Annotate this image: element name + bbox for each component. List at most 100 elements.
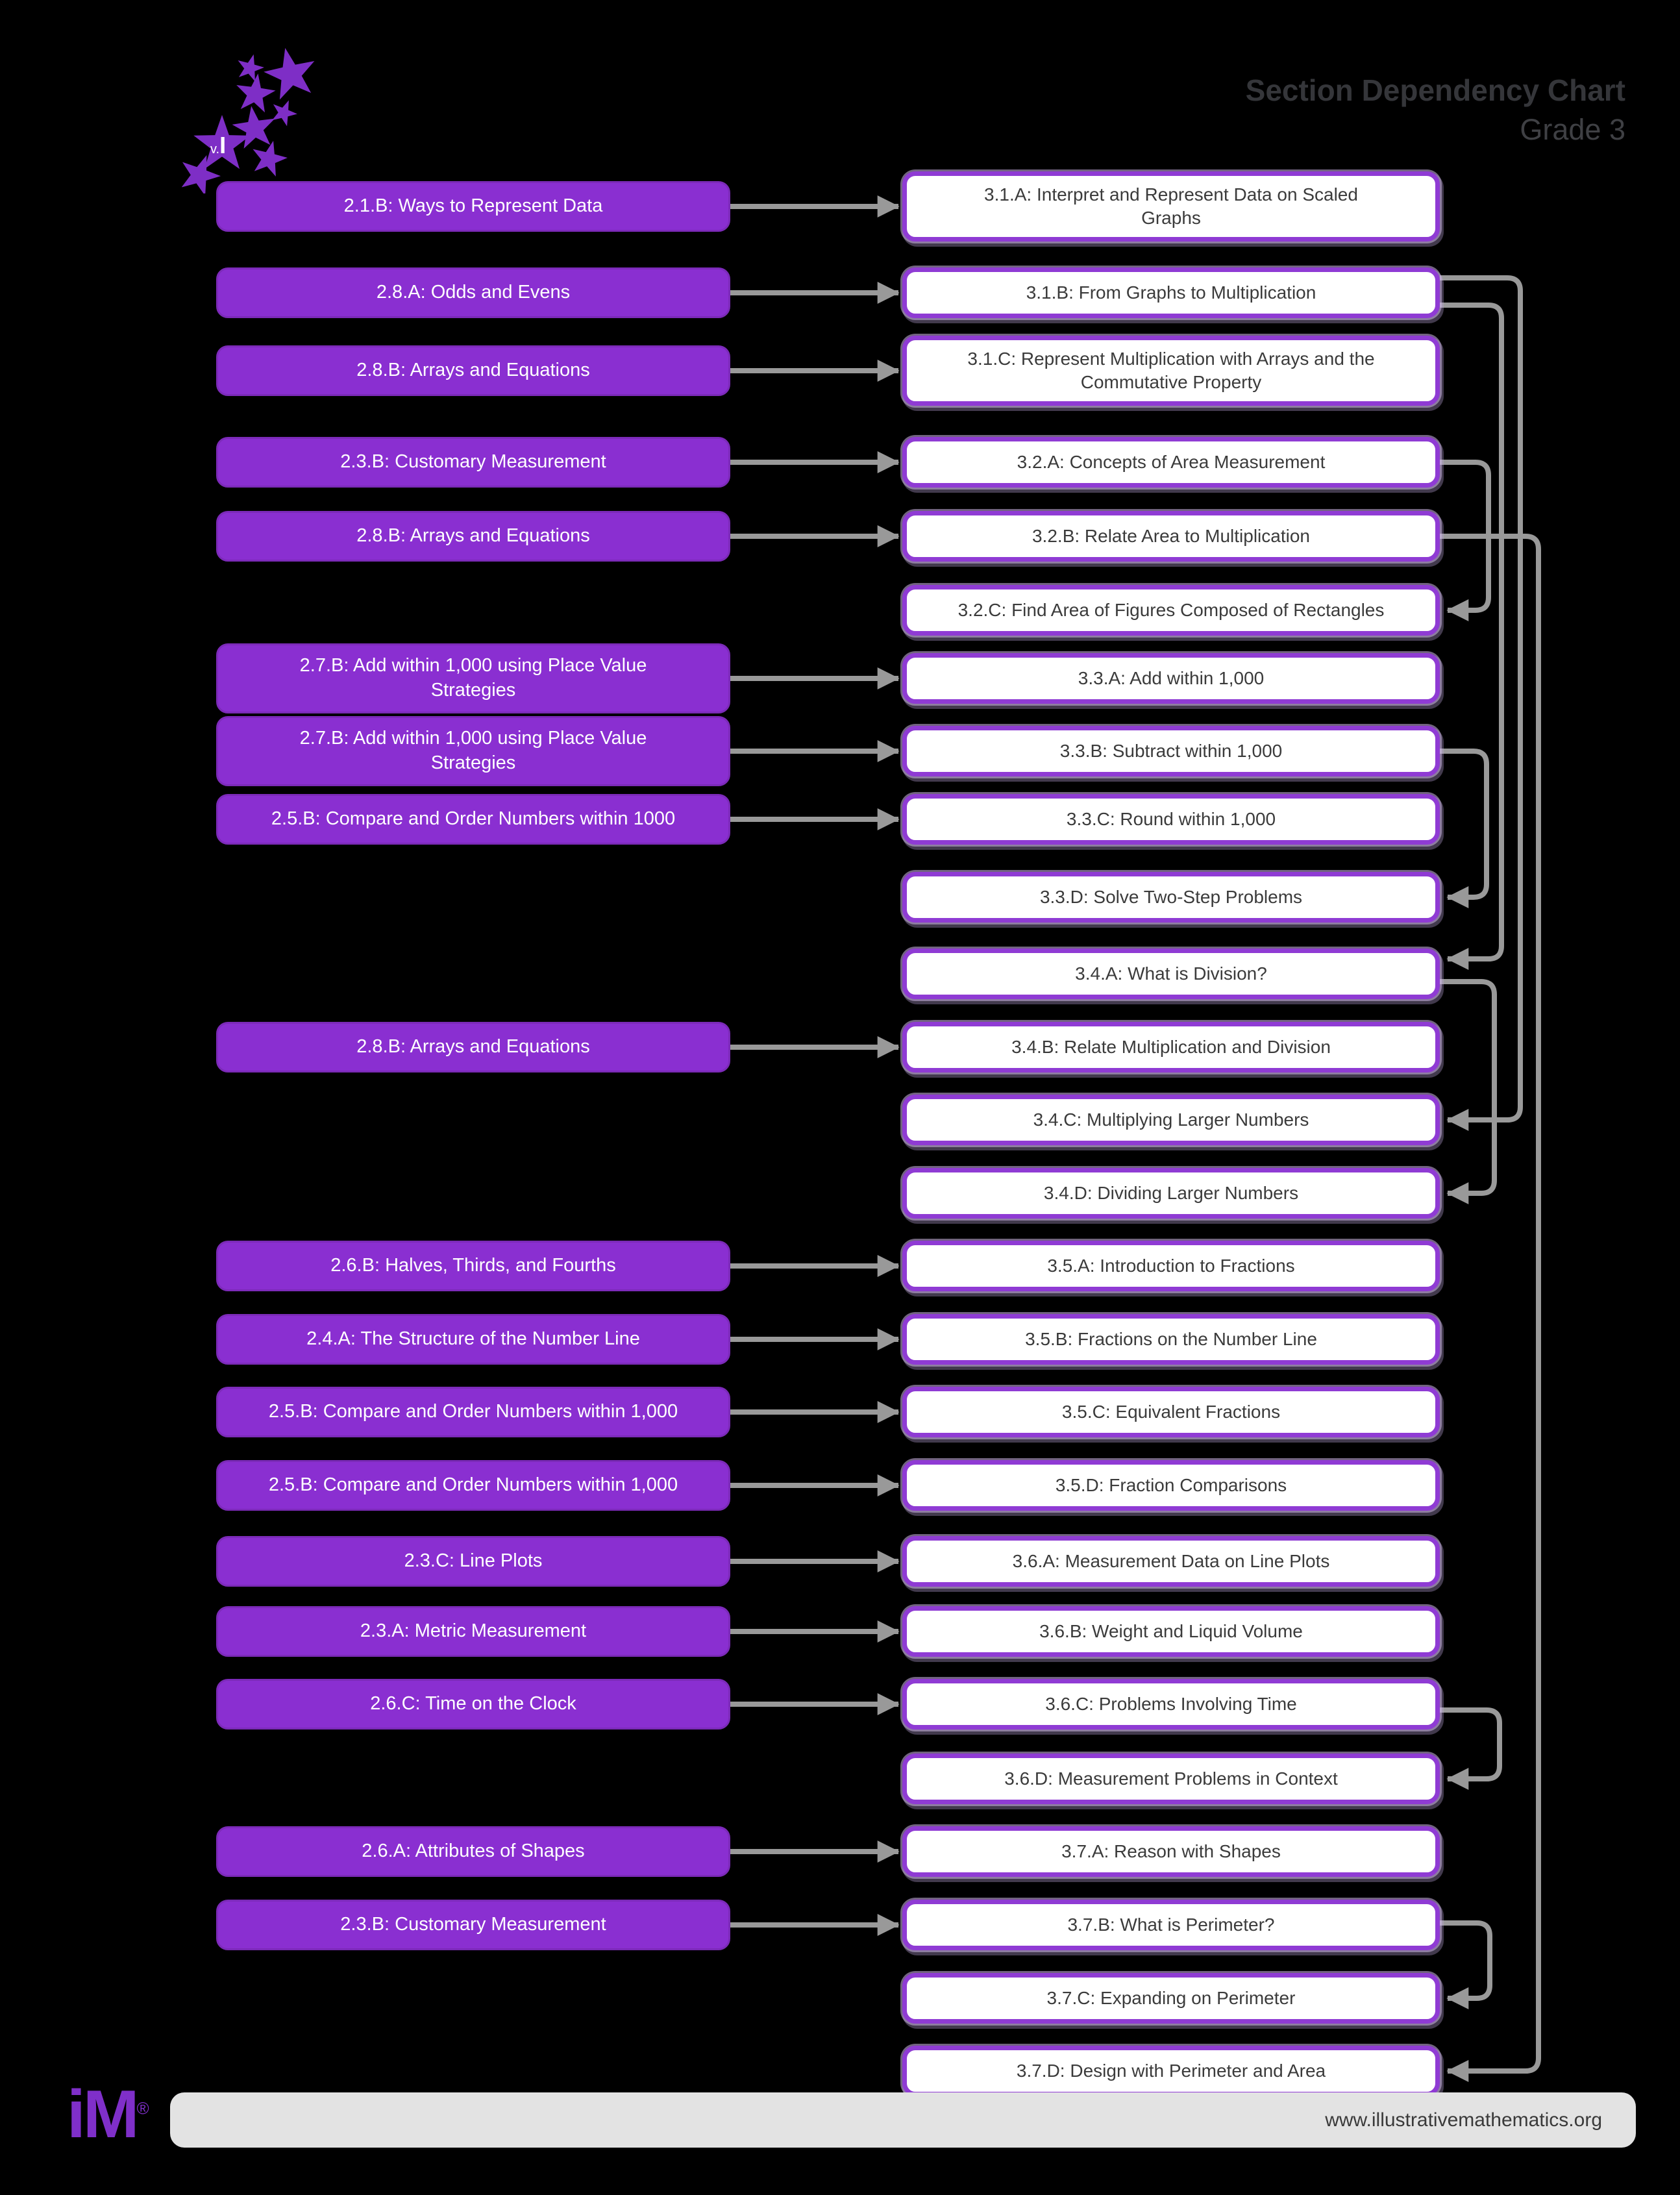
- section-label: 2.7.B: Add within 1,000 using Place Valu…: [299, 728, 647, 773]
- section-label: 2.8.B: Arrays and Equations: [356, 360, 590, 381]
- section-label: 3.5.C: Equivalent Fractions: [1061, 1401, 1281, 1422]
- grade2-section-box: 2.3.C: Line Plots: [216, 1536, 730, 1587]
- section-label: 3.6.B: Weight and Liquid Volume: [1039, 1620, 1303, 1641]
- section-label: 2.8.A: Odds and Evens: [376, 282, 571, 303]
- grade2-section-box: 2.7.B: Add within 1,000 using Place Valu…: [216, 643, 730, 713]
- section-label: 3.3.C: Round within 1,000: [1066, 808, 1276, 829]
- grade3-section-box: 3.5.B: Fractions on the Number Line: [902, 1314, 1440, 1365]
- section-label: 2.3.B: Customary Measurement: [340, 451, 606, 473]
- grade3-section-box: 3.4.D: Dividing Larger Numbers: [902, 1168, 1440, 1219]
- section-label: 3.2.C: Find Area of Figures Composed of …: [957, 599, 1385, 620]
- grade3-section-box: 3.1.C: Represent Multiplication with Arr…: [902, 336, 1440, 406]
- section-label: 2.1.B: Ways to Represent Data: [343, 195, 603, 217]
- grade3-section-box: 3.4.C: Multiplying Larger Numbers: [902, 1095, 1440, 1145]
- section-label: 3.4.D: Dividing Larger Numbers: [1043, 1182, 1299, 1203]
- grade3-section-box: 3.6.D: Measurement Problems in Context: [902, 1754, 1440, 1804]
- grade3-section-box: 3.5.D: Fraction Comparisons: [902, 1460, 1440, 1511]
- section-label: 3.2.B: Relate Area to Multiplication: [1031, 525, 1310, 546]
- section-label: 2.7.B: Add within 1,000 using Place Valu…: [299, 655, 647, 701]
- grade2-section-box: 2.7.B: Add within 1,000 using Place Valu…: [216, 716, 730, 786]
- grade3-section-box: 3.6.A: Measurement Data on Line Plots: [902, 1536, 1440, 1587]
- grade3-section-box: 3.3.A: Add within 1,000: [902, 653, 1440, 704]
- section-label: 2.4.A: The Structure of the Number Line: [306, 1328, 640, 1350]
- section-label: 2.3.B: Customary Measurement: [340, 1914, 606, 1935]
- section-label: 3.4.A: What is Division?: [1075, 963, 1267, 984]
- im-stars-logo: v.I: [182, 44, 321, 193]
- section-label: 3.1.A: Interpret and Represent Data on S…: [984, 184, 1358, 228]
- grade2-section-box: 2.8.B: Arrays and Equations: [216, 345, 730, 396]
- grade3-section-box: 3.7.D: Design with Perimeter and Area: [902, 2046, 1440, 2096]
- section-label: 3.3.B: Subtract within 1,000: [1059, 740, 1283, 761]
- grade2-section-box: 2.5.B: Compare and Order Numbers within …: [216, 794, 730, 845]
- section-label: 3.6.C: Problems Involving Time: [1045, 1693, 1297, 1714]
- grade3-section-box: 3.6.C: Problems Involving Time: [902, 1679, 1440, 1730]
- section-label: 3.5.A: Introduction to Fractions: [1047, 1255, 1295, 1276]
- section-label: 2.5.B: Compare and Order Numbers within …: [271, 808, 676, 830]
- page-title: Section Dependency Chart: [1245, 73, 1625, 107]
- grade3-section-box: 3.4.B: Relate Multiplication and Divisio…: [902, 1022, 1440, 1073]
- section-label: 3.5.D: Fraction Comparisons: [1055, 1474, 1287, 1495]
- section-label: 3.4.C: Multiplying Larger Numbers: [1033, 1109, 1309, 1130]
- section-label: 2.6.C: Time on the Clock: [370, 1693, 576, 1715]
- grade3-section-box: 3.6.B: Weight and Liquid Volume: [902, 1606, 1440, 1657]
- grade2-section-box: 2.5.B: Compare and Order Numbers within …: [216, 1387, 730, 1437]
- page-subtitle: Grade 3: [1520, 113, 1625, 147]
- section-label: 3.2.A: Concepts of Area Measurement: [1017, 451, 1326, 472]
- section-label: 3.3.D: Solve Two-Step Problems: [1039, 886, 1303, 907]
- im-logo: iM®: [67, 2081, 149, 2148]
- grade3-section-box: 3.1.A: Interpret and Represent Data on S…: [902, 171, 1440, 242]
- grade3-section-box: 3.2.B: Relate Area to Multiplication: [902, 511, 1440, 562]
- registered-mark: ®: [136, 2098, 149, 2118]
- grade2-section-box: 2.3.A: Metric Measurement: [216, 1606, 730, 1657]
- section-label: 3.1.B: From Graphs to Multiplication: [1026, 282, 1316, 303]
- grade3-section-box: 3.3.B: Subtract within 1,000: [902, 726, 1440, 776]
- grade3-section-box: 3.7.A: Reason with Shapes: [902, 1826, 1440, 1877]
- grade3-section-box: 3.7.B: What is Perimeter?: [902, 1900, 1440, 1950]
- arrow-3.6.C-3.6.D: [1440, 1707, 1502, 1790]
- section-label: 2.6.B: Halves, Thirds, and Fourths: [330, 1255, 616, 1276]
- grade2-section-box: 2.8.B: Arrays and Equations: [216, 1022, 730, 1073]
- grade3-section-box: 3.3.C: Round within 1,000: [902, 794, 1440, 845]
- grade3-section-box: 3.4.A: What is Division?: [902, 949, 1440, 999]
- section-label: 3.7.B: What is Perimeter?: [1067, 1914, 1275, 1935]
- section-label: 2.8.B: Arrays and Equations: [356, 525, 590, 547]
- grade3-section-box: 3.5.A: Introduction to Fractions: [902, 1241, 1440, 1291]
- section-label: 3.5.B: Fractions on the Number Line: [1025, 1328, 1317, 1349]
- grade3-section-box: 3.2.C: Find Area of Figures Composed of …: [902, 585, 1440, 636]
- header: Section Dependency Chart Grade 3: [1246, 73, 1625, 147]
- grade2-section-box: 2.8.B: Arrays and Equations: [216, 511, 730, 562]
- section-label: 3.3.A: Add within 1,000: [1078, 667, 1265, 688]
- grade3-section-box: 3.2.A: Concepts of Area Measurement: [902, 437, 1440, 488]
- grade2-section-box: 2.5.B: Compare and Order Numbers within …: [216, 1460, 730, 1511]
- grade2-section-box: 2.3.B: Customary Measurement: [216, 1900, 730, 1950]
- section-label: 2.5.B: Compare and Order Numbers within …: [268, 1401, 678, 1422]
- section-label: 3.4.B: Relate Multiplication and Divisio…: [1011, 1036, 1331, 1057]
- section-label: 2.8.B: Arrays and Equations: [356, 1036, 590, 1058]
- grade3-section-box: 3.1.B: From Graphs to Multiplication: [902, 267, 1440, 318]
- section-label: 2.5.B: Compare and Order Numbers within …: [268, 1474, 678, 1496]
- arrow-3.2.B-3.7.D: [1440, 534, 1541, 2082]
- arrow-3.1.B-3.4.C: [1440, 275, 1523, 1131]
- arrow-3.4.A-3.4.D: [1440, 979, 1497, 1204]
- section-label: 3.6.D: Measurement Problems in Context: [1004, 1768, 1338, 1789]
- grade2-section-box: 2.8.A: Odds and Evens: [216, 267, 730, 318]
- arrow-3.3.B-3.3.D: [1440, 749, 1489, 908]
- section-label: 3.7.C: Expanding on Perimeter: [1046, 1987, 1296, 2008]
- section-label: 3.6.A: Measurement Data on Line Plots: [1012, 1550, 1330, 1571]
- section-label: 2.3.A: Metric Measurement: [360, 1620, 587, 1642]
- section-label: 2.6.A: Attributes of Shapes: [362, 1841, 585, 1862]
- grade3-section-box: 3.5.C: Equivalent Fractions: [902, 1387, 1440, 1437]
- footer-url: www.illustrativemathematics.org: [1325, 2109, 1602, 2131]
- grade2-section-box: 2.1.B: Ways to Represent Data: [216, 181, 730, 232]
- grade2-section-box: 2.6.B: Halves, Thirds, and Fourths: [216, 1241, 730, 1291]
- arrow-3.1.B-3.4.A: [1440, 303, 1504, 970]
- star-label: v.I: [210, 132, 226, 158]
- grade2-section-box: 2.6.C: Time on the Clock: [216, 1679, 730, 1730]
- grade2-section-box: 2.6.A: Attributes of Shapes: [216, 1826, 730, 1877]
- grade2-section-box: 2.4.A: The Structure of the Number Line: [216, 1314, 730, 1365]
- section-label: 3.7.D: Design with Perimeter and Area: [1016, 2060, 1326, 2081]
- section-label: 2.3.C: Line Plots: [404, 1550, 543, 1572]
- arrow-3.7.B-3.7.C: [1440, 1920, 1492, 2009]
